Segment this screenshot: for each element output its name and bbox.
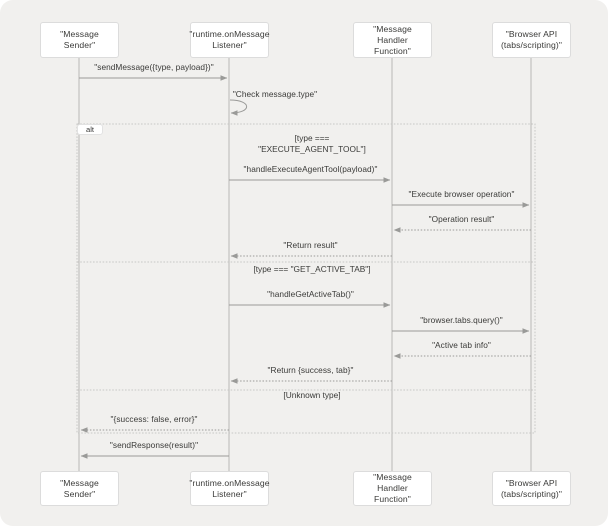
message-label-operation-result: "Operation result" [428, 214, 495, 224]
message-label-success-false-error: "{success: false, error}" [110, 414, 198, 424]
message-label-check-message-type: "Check message.type" [232, 89, 318, 99]
lifelines [78, 58, 532, 471]
message-label-return-result: "Return result" [283, 240, 338, 250]
alt-fragment-operator-label: alt [77, 124, 103, 135]
alt-condition-label-3: [Unknown type] [283, 390, 341, 400]
participant-box-listener-top[interactable]: "runtime.onMessage Listener" [189, 22, 270, 58]
message-label-sendresponse: "sendResponse(result)" [109, 440, 199, 450]
message-arrow-check-message-type [229, 99, 248, 116]
message-label-active-tab-info: "Active tab info" [432, 340, 491, 350]
message-label-handleexecuteagenttool: "handleExecuteAgentTool(payload)" [243, 164, 378, 174]
participant-box-sender-bottom[interactable]: "Message Sender" [40, 471, 119, 506]
messages [79, 75, 531, 459]
participant-box-browser-top[interactable]: "Browser API (tabs/scripting)" [492, 22, 571, 58]
participant-box-handler-bottom[interactable]: "Message Handler Function" [353, 471, 432, 506]
message-label-handlegetactivetab: "handleGetActiveTab()" [267, 289, 354, 299]
participant-box-handler-top[interactable]: "Message Handler Function" [353, 22, 432, 58]
message-label-execute-browser-operation: "Execute browser operation" [408, 189, 515, 199]
participant-box-browser-bottom[interactable]: "Browser API (tabs/scripting)" [492, 471, 571, 506]
message-label-browser-tabs-query: "browser.tabs.query()" [420, 315, 503, 325]
participant-box-sender-top[interactable]: "Message Sender" [40, 22, 119, 58]
message-label-return-success-tab: "Return {success, tab}" [267, 365, 354, 375]
alt-fragment-frame [76, 123, 536, 434]
participant-box-listener-bottom[interactable]: "runtime.onMessage Listener" [189, 471, 270, 506]
alt-condition-label-1: [type === "EXECUTE_AGENT_TOOL"] [258, 133, 366, 154]
alt-condition-label-2: [type === "GET_ACTIVE_TAB"] [253, 264, 371, 274]
message-label-sendmessage: "sendMessage({type, payload})" [94, 62, 214, 72]
